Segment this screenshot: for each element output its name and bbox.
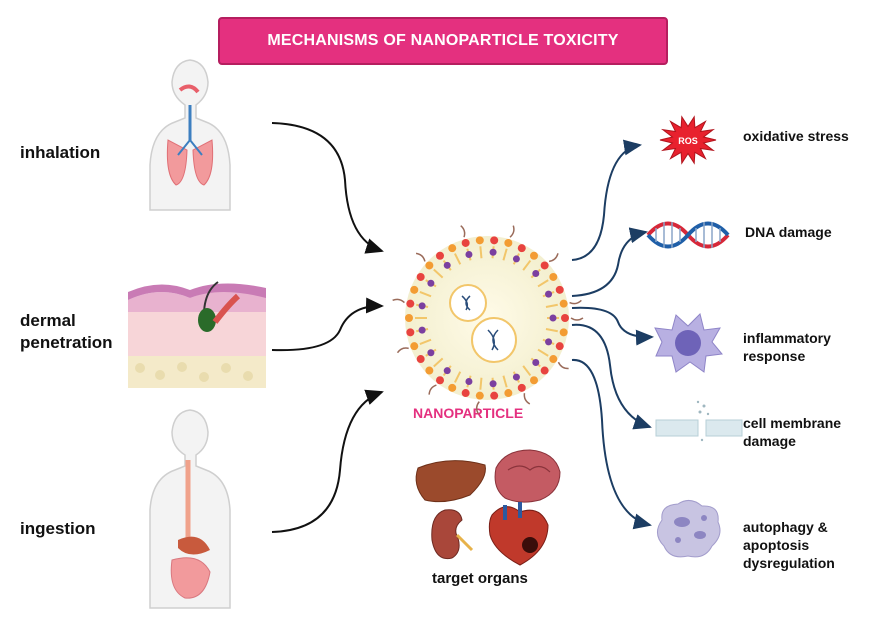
dna-icon [646,221,730,249]
ros-burst-icon: ROS [659,115,717,165]
diagram-title: MECHANISMS OF NANOPARTICLE TOXICITY [267,32,619,49]
skin-cross-section-icon [128,281,266,388]
arrow-dna [571,227,648,297]
inhalation-body-icon [149,59,231,211]
ros-label: ROS [678,136,698,146]
arrow-inflammatory [571,306,654,346]
arrow-ingestion [271,389,384,533]
arrow-membrane [571,323,652,430]
kidney-icon [431,509,474,560]
brain-icon [494,449,561,503]
immune-cell-icon [654,313,723,373]
arrow-dermal [271,297,384,352]
membrane-icon [655,400,743,442]
arrow-inhalation [271,122,384,254]
liver-icon [415,460,486,503]
target-organs-label: target organs [432,570,528,587]
effect-label-dna: DNA damage [745,224,832,240]
effect-label-oxidative: oxidative stress [743,128,849,144]
route-label-inhalation: inhalation [20,143,101,162]
route-label-dermal: dermal penetration [20,311,113,352]
title-banner: MECHANISMS OF NANOPARTICLE TOXICITY [218,17,668,65]
apoptotic-cell-icon [657,500,721,558]
effect-label-inflammatory: inflammatory response [743,330,831,364]
nanoparticle-icon [392,225,584,414]
effect-label-membrane: cell membrane damage [743,415,842,449]
route-label-ingestion: ingestion [20,519,96,538]
arrow-autophagy [571,358,652,530]
arrow-oxidative [571,139,642,261]
ingestion-body-icon [149,409,231,609]
effect-label-autophagy: autophagy & apoptosis dysregulation [743,519,835,571]
nanoparticle-label: NANOPARTICLE [413,405,524,421]
heart-icon [488,502,549,566]
